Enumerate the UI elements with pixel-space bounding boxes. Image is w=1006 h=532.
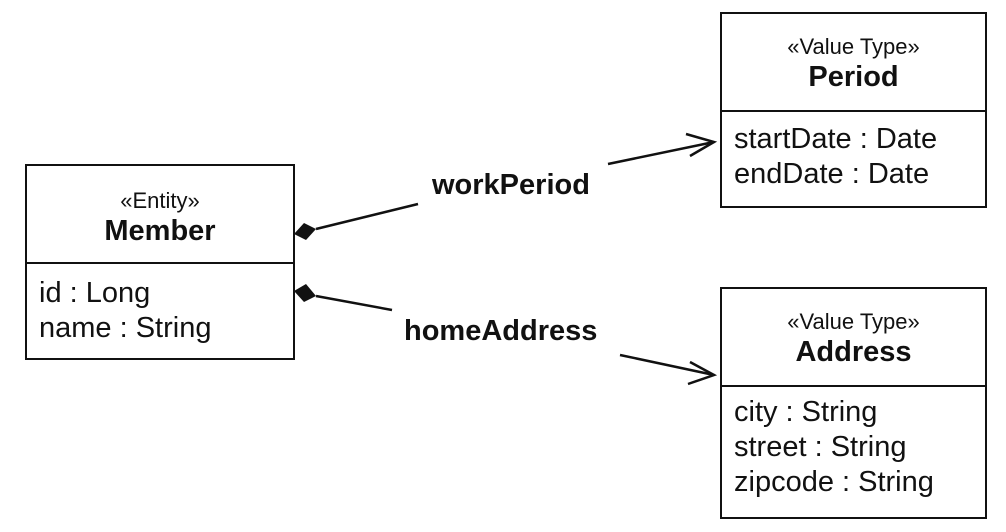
class-member-name: Member [104, 215, 216, 247]
class-member[interactable]: «Entity» Member id : Long name : String [25, 164, 295, 360]
class-address[interactable]: «Value Type» Address city : String stree… [720, 287, 987, 519]
class-address-attributes: city : String street : String zipcode : … [722, 387, 985, 500]
class-period-name: Period [808, 61, 899, 93]
home-address-composition-diamond [294, 284, 316, 302]
work-period-arrowhead [685, 132, 718, 158]
association-label-home-address: homeAddress [404, 314, 598, 348]
attribute: zipcode : String [734, 466, 934, 498]
class-period-stereotype: «Value Type» [787, 34, 920, 59]
class-member-stereotype: «Entity» [120, 188, 200, 213]
class-period-header: «Value Type» Period [722, 14, 985, 112]
home-address-arrowhead [687, 360, 718, 386]
attribute: city : String [734, 396, 878, 428]
attribute: endDate : Date [734, 158, 930, 190]
home-address-line-b [619, 353, 715, 377]
attribute: name : String [39, 312, 212, 344]
class-address-name: Address [795, 336, 912, 368]
association-label-work-period: workPeriod [432, 168, 590, 202]
class-period[interactable]: «Value Type» Period startDate : Date end… [720, 12, 987, 208]
attribute: street : String [734, 431, 907, 463]
class-address-header: «Value Type» Address [722, 289, 985, 387]
attribute: id : Long [39, 277, 151, 309]
class-address-stereotype: «Value Type» [787, 309, 920, 334]
work-period-line-b [607, 140, 715, 166]
attribute: startDate : Date [734, 123, 938, 155]
home-address-line-a [315, 294, 393, 312]
work-period-composition-diamond [294, 223, 316, 240]
class-period-attributes: startDate : Date endDate : Date [722, 112, 985, 192]
work-period-line-a [315, 202, 419, 231]
class-member-attributes: id : Long name : String [27, 264, 293, 346]
class-member-header: «Entity» Member [27, 166, 293, 264]
